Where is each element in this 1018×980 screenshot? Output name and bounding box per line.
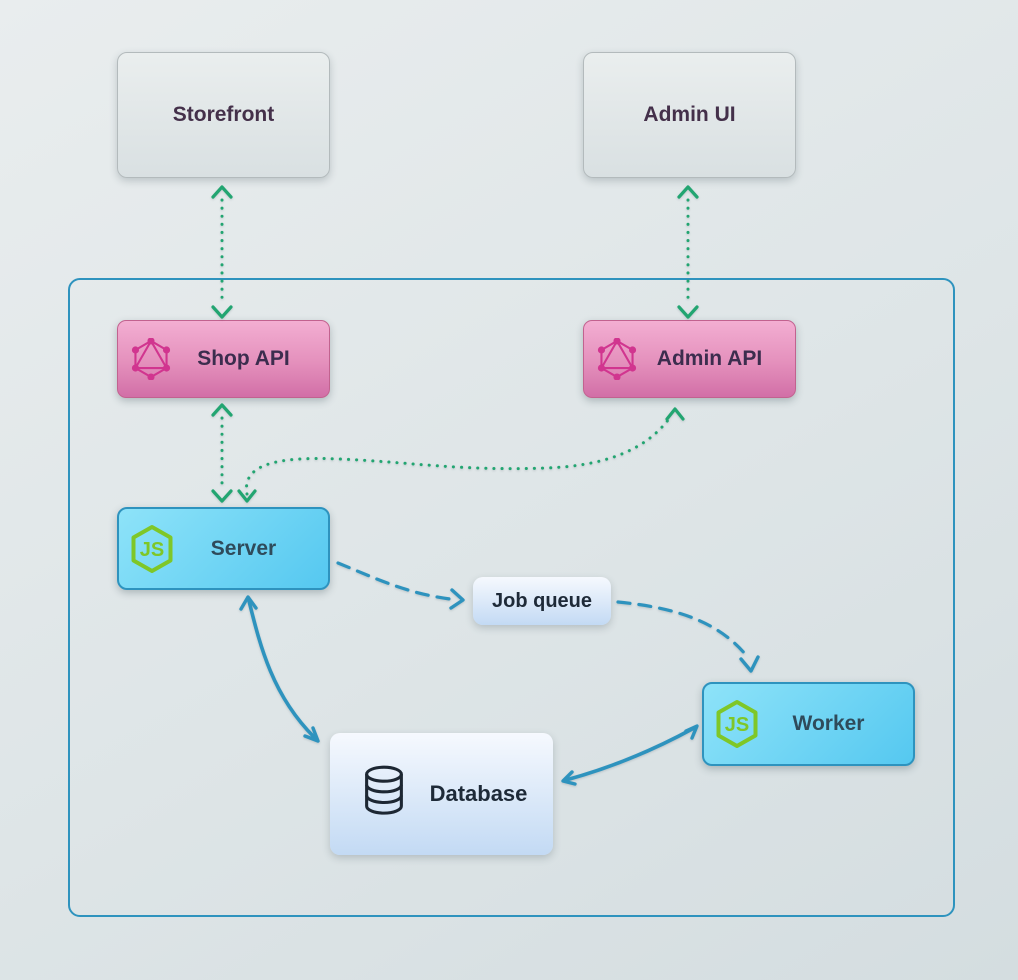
node-worker-label: Worker [792,712,865,735]
node-job-queue-label: Job queue [491,589,592,612]
node-worker: JS Worker [702,682,915,766]
node-admin-ui: Admin UI [583,52,796,178]
node-shop-api-label: Shop API [197,347,290,370]
database-icon [356,762,412,826]
node-job-queue: Job queue [473,577,611,625]
svg-text:JS: JS [140,539,164,561]
nodejs-icon: JS [127,524,177,574]
nodejs-icon: JS [712,699,762,749]
node-server: JS Server [117,507,330,590]
node-shop-api: Shop API [117,320,330,398]
node-admin-ui-label: Admin UI [643,103,736,126]
svg-text:JS: JS [725,714,749,736]
node-database: Database [330,733,553,855]
node-admin-api: Admin API [583,320,796,398]
graphql-icon [596,338,638,380]
node-database-label: Database [429,781,528,806]
node-storefront-label: Storefront [172,103,275,126]
backend-boundary-box [68,278,955,917]
graphql-icon [130,338,172,380]
node-admin-api-label: Admin API [656,347,763,370]
node-server-label: Server [210,536,277,560]
node-storefront: Storefront [117,52,330,178]
